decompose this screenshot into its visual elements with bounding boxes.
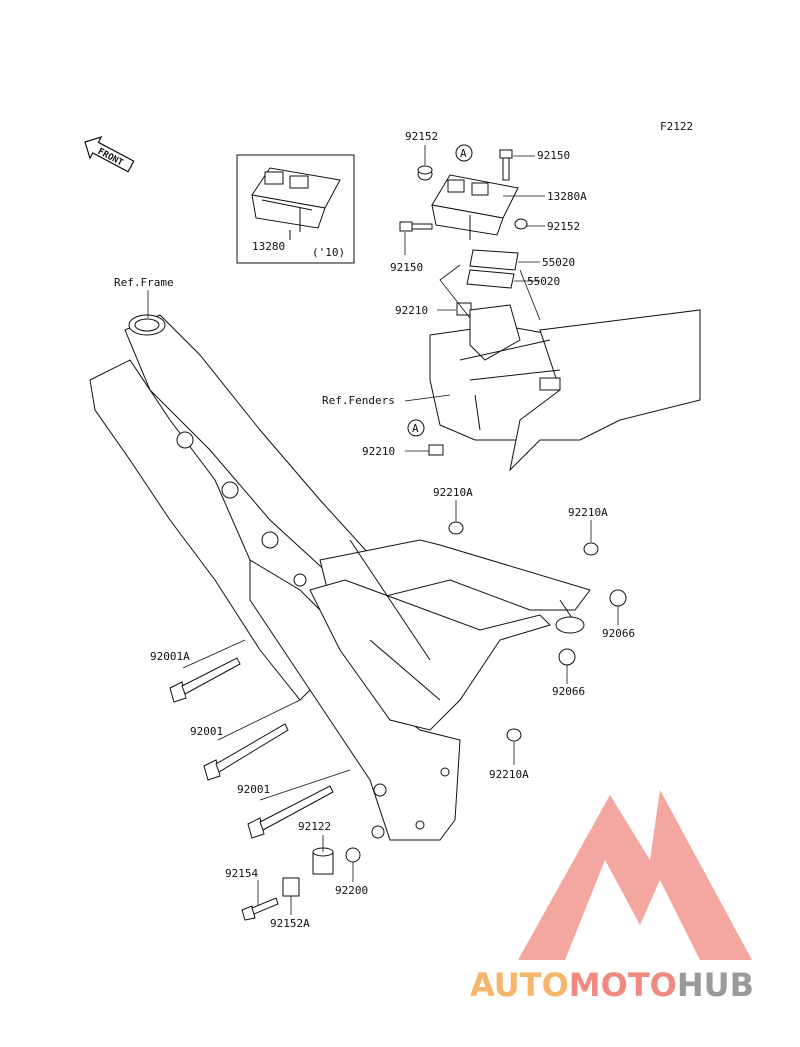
- bolt-92154-icon: [241, 897, 279, 921]
- label-ref-frame: Ref.Frame: [114, 276, 174, 289]
- collar-92152A-icon: [282, 877, 300, 897]
- nut-92210A-3-icon: [506, 728, 522, 742]
- bolt-92001-2-icon: [247, 785, 334, 839]
- cap-92066-1-icon: [609, 589, 627, 607]
- nut-92152-top-icon: [417, 165, 433, 181]
- callout-a-bottom: A: [407, 419, 425, 437]
- label-92066-2: 92066: [552, 685, 585, 698]
- washer-92200-icon: [345, 847, 361, 863]
- watermark-brand: AUTOMOTOHUB: [470, 966, 754, 1004]
- clip-92210-bottom-icon: [428, 444, 444, 456]
- label-92152-right: 92152: [547, 220, 580, 233]
- watermark-part3: HUB: [676, 966, 755, 1004]
- nut-92152-right-icon: [514, 218, 528, 230]
- bolt-92001-1-icon: [203, 723, 289, 781]
- label-92154: 92154: [225, 867, 258, 880]
- label-92001A: 92001A: [150, 650, 190, 663]
- label-92150-top: 92150: [537, 149, 570, 162]
- bolt-92001A-icon: [169, 657, 241, 703]
- pad-55020-b-icon: [466, 269, 515, 289]
- bolt-92150-left-icon: [399, 221, 433, 232]
- cap-92066-2-icon: [558, 648, 576, 666]
- watermark-part1: AUTO: [470, 966, 569, 1004]
- label-92210-bottom: 92210: [362, 445, 395, 458]
- inset-box: [236, 154, 355, 264]
- label-92001-2: 92001: [237, 783, 270, 796]
- watermark-part2: MOTO: [568, 966, 677, 1004]
- label-inset-year: ('10): [312, 246, 345, 259]
- label-92122: 92122: [298, 820, 331, 833]
- label-92210A-1: 92210A: [433, 486, 473, 499]
- watermark-logo: [518, 790, 752, 960]
- label-92210A-3: 92210A: [489, 768, 529, 781]
- label-92066-1: 92066: [602, 627, 635, 640]
- bracket-13280A-icon: [431, 174, 519, 240]
- label-92210-top: 92210: [395, 304, 428, 317]
- label-55020-b: 55020: [527, 275, 560, 288]
- label-92210A-2: 92210A: [568, 506, 608, 519]
- label-92001-1: 92001: [190, 725, 223, 738]
- nut-92210A-2-icon: [583, 542, 599, 556]
- label-92150-left: 92150: [390, 261, 423, 274]
- label-92152-top: 92152: [405, 130, 438, 143]
- pad-55020-a-icon: [469, 249, 519, 271]
- bracket-13280-icon: [251, 167, 341, 240]
- nut-92210A-1-icon: [448, 521, 464, 535]
- label-55020-a: 55020: [542, 256, 575, 269]
- label-13280A: 13280A: [547, 190, 587, 203]
- label-92152A: 92152A: [270, 917, 310, 930]
- leader-lines: [147, 145, 619, 915]
- callout-a-top: A: [455, 144, 473, 162]
- bolt-92150-top-icon: [499, 149, 513, 181]
- label-13280: 13280: [252, 240, 285, 253]
- svg-text:A: A: [412, 422, 419, 435]
- frame-icon: [89, 314, 591, 841]
- fender-assembly-icon: [429, 304, 701, 472]
- figure-code: F2122: [660, 120, 693, 133]
- label-ref-fenders: Ref.Fenders: [322, 394, 395, 407]
- svg-text:A: A: [460, 147, 467, 160]
- collar-92122-icon: [312, 847, 334, 875]
- label-92200: 92200: [335, 884, 368, 897]
- front-arrow-icon: FRONT: [84, 136, 135, 173]
